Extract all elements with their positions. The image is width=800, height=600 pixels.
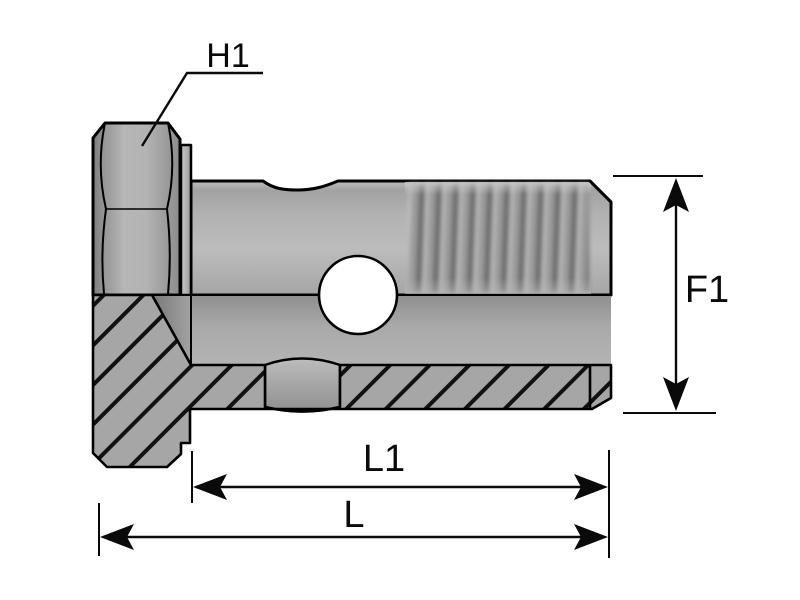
dim-l1: L1 xyxy=(191,438,608,503)
section-hatch xyxy=(91,293,613,469)
label-h1: H1 xyxy=(206,37,249,75)
label-l1: L1 xyxy=(363,438,405,480)
cross-hole xyxy=(317,254,399,336)
washer-face xyxy=(179,143,193,297)
dim-h1-leader xyxy=(140,71,263,147)
dim-h1: H1 xyxy=(140,37,263,147)
bore-wall xyxy=(191,295,611,365)
label-l: L xyxy=(343,494,364,536)
tip-chamfer-edge xyxy=(588,179,613,204)
cross-hole-section-boss xyxy=(263,357,342,413)
dim-f1: F1 xyxy=(613,175,729,414)
hex-facet-lines xyxy=(99,122,174,295)
thread-texture xyxy=(405,182,591,294)
label-f1: F1 xyxy=(685,269,729,311)
dim-l: L xyxy=(98,450,610,558)
